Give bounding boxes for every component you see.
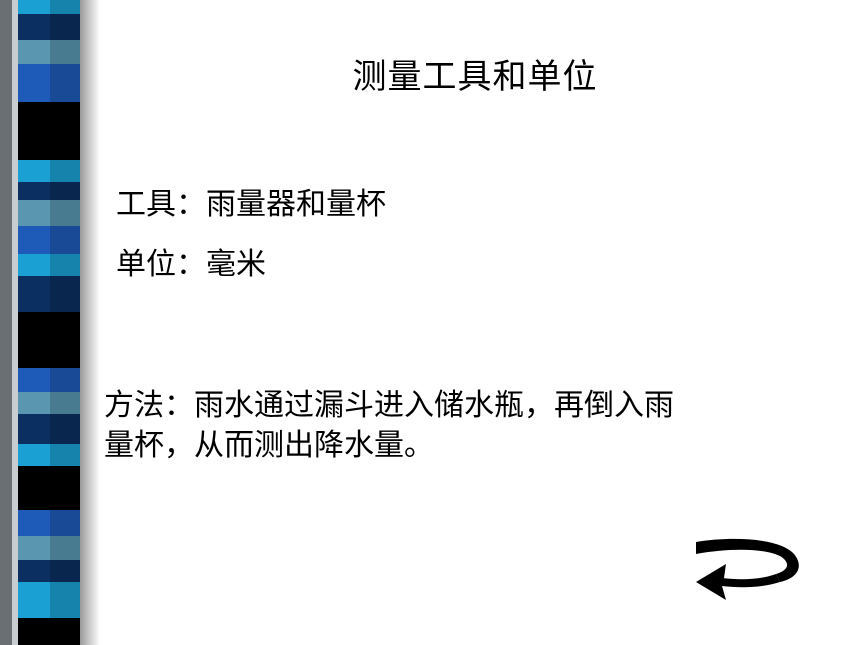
stripe-pattern-graphic [0,0,100,645]
tools-line: 工具：雨量器和量杯 [116,187,386,222]
return-button[interactable] [692,534,806,604]
unit-line: 单位：毫米 [116,247,266,282]
return-arrow-icon [696,538,799,600]
slide-title: 测量工具和单位 [352,57,598,97]
method-paragraph: 方法：雨水通过漏斗进入储水瓶，再倒入雨量杯，从而测出降水量。 [104,388,674,463]
decorative-stripe-strip [0,0,100,645]
